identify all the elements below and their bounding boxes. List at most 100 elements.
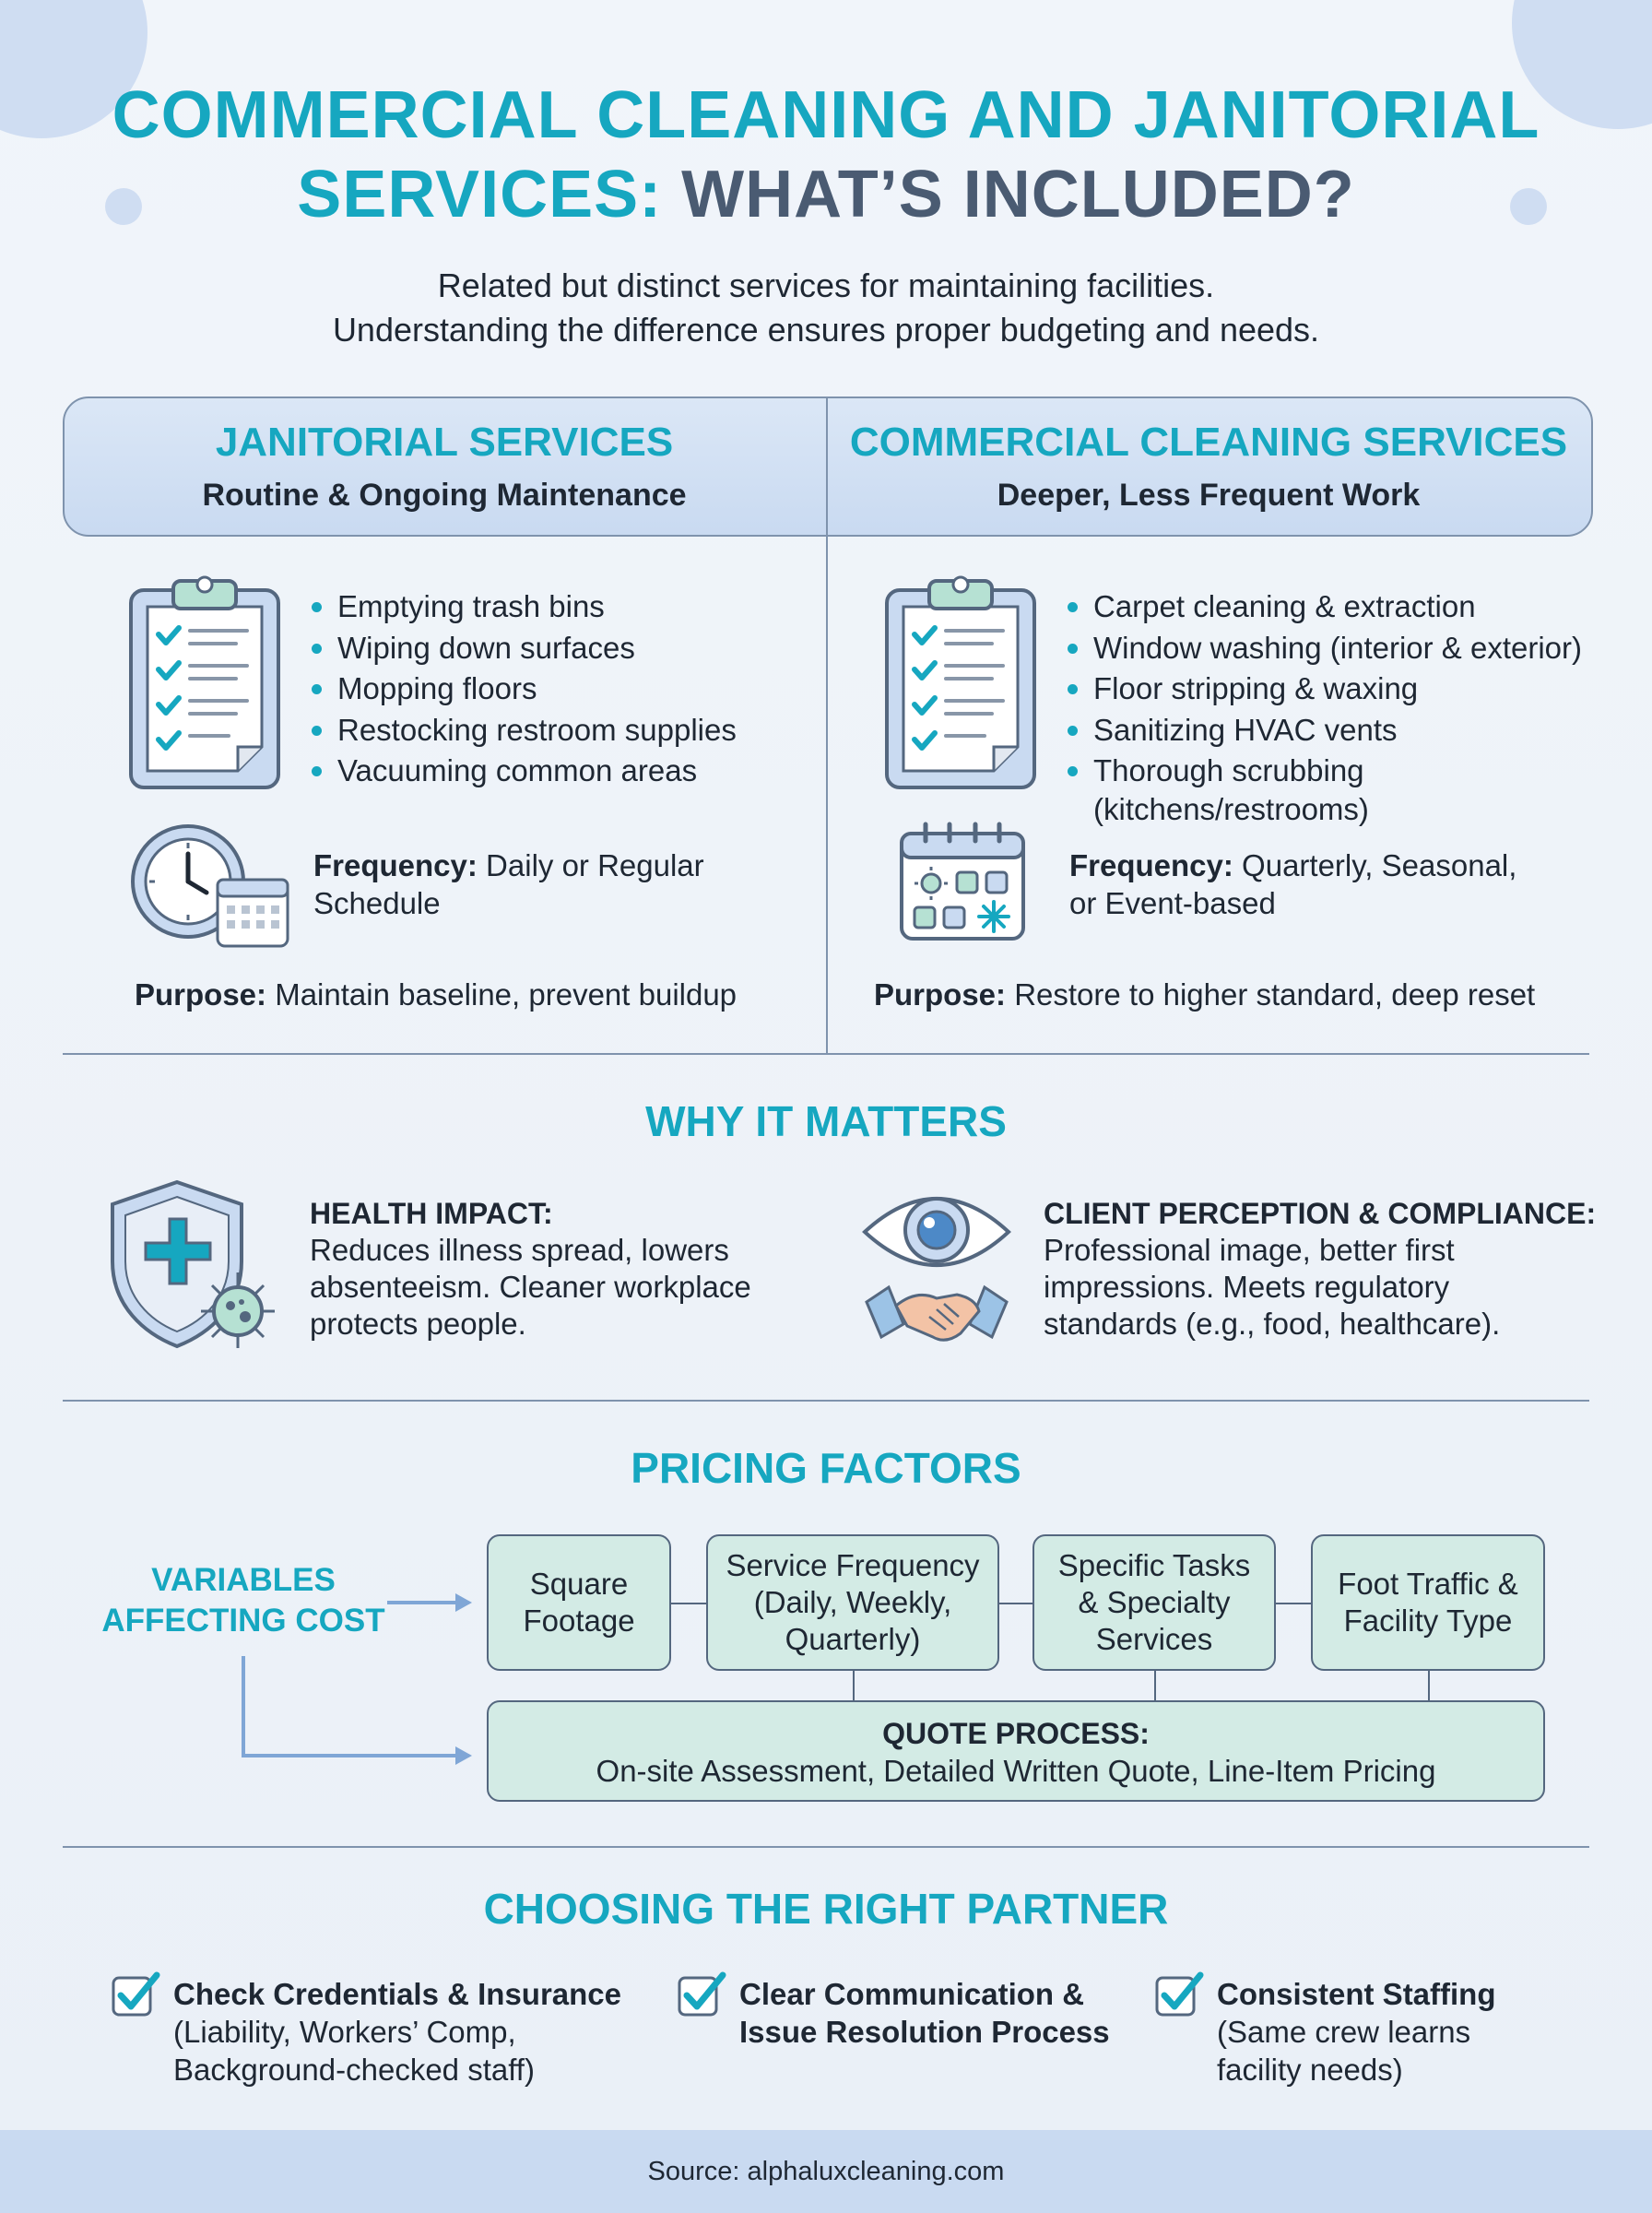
list-item: Vacuuming common areas [312, 751, 809, 792]
partner-item-communication-heading: Clear Communication & Issue Resolution P… [739, 1975, 1110, 2051]
text-line: Specific Tasks [1057, 1548, 1251, 1582]
list-item: Restocking restroom supplies [312, 710, 809, 751]
connector [671, 1603, 706, 1604]
commercial-task-list: Carpet cleaning & extraction Window wash… [1068, 586, 1593, 792]
purpose-label: Purpose: [135, 977, 267, 1012]
health-impact-text: Reduces illness spread, lowers absenteei… [310, 1232, 826, 1343]
text-line: facility needs) [1217, 2053, 1403, 2087]
connector [1428, 1671, 1430, 1700]
clipboard-checklist-icon [885, 575, 1036, 789]
commercial-title: COMMERCIAL CLEANING SERVICES [849, 420, 1568, 465]
factor-foot-traffic: Foot Traffic &Facility Type [1311, 1534, 1545, 1671]
text-line: protects people. [310, 1307, 526, 1341]
eye-handshake-icon [862, 1197, 1011, 1342]
text-line: Service Frequency [726, 1548, 980, 1582]
list-item: Thorough scrubbing [1068, 751, 1593, 792]
janitorial-title: JANITORIAL SERVICES [215, 420, 674, 465]
arrow-right-icon [455, 1746, 472, 1765]
frequency-value-cont: Schedule [313, 886, 441, 920]
section-divider [63, 1846, 1589, 1848]
janitorial-subtitle: Routine & Ongoing Maintenance [202, 478, 687, 513]
connector [1154, 1671, 1156, 1700]
text-line: Foot Traffic & [1338, 1567, 1518, 1601]
text-line: (Same crew learns [1217, 2015, 1471, 2049]
commercial-subtitle: Deeper, Less Frequent Work [997, 478, 1421, 513]
why-section-title: WHY IT MATTERS [645, 1097, 1007, 1145]
commercial-purpose: Purpose: Restore to higher standard, dee… [874, 976, 1589, 1014]
subtitle-line-2: Understanding the difference ensures pro… [332, 311, 1320, 349]
list-item: Window washing (interior & exterior) [1068, 628, 1593, 669]
list-item: Wiping down surfaces [312, 628, 809, 669]
commercial-frequency: Frequency: Quarterly, Seasonal, or Event… [1069, 846, 1586, 922]
quote-process-title: QUOTE PROCESS: [882, 1717, 1150, 1750]
text-line: absenteeism. Cleaner workplace [310, 1270, 751, 1304]
list-item-continuation: (kitchens/restrooms) [1093, 792, 1369, 826]
pricing-section-title: PRICING FACTORS [631, 1444, 1021, 1492]
text-line: Services [1095, 1622, 1213, 1656]
text-line: Footage [523, 1604, 635, 1638]
seasonal-calendar-icon [900, 822, 1025, 941]
text-line: Square [529, 1567, 629, 1601]
text-line: Facility Type [1343, 1604, 1513, 1638]
partner-item-staffing-heading: Consistent Staffing [1217, 1977, 1496, 2011]
list-item: Floor stripping & waxing [1068, 669, 1593, 710]
janitorial-purpose: Purpose: Maintain baseline, prevent buil… [135, 976, 817, 1014]
clipboard-checklist-icon [129, 575, 280, 789]
shield-health-icon [111, 1179, 275, 1349]
decor-dot [105, 188, 142, 225]
list-item: Sanitizing HVAC vents [1068, 710, 1593, 751]
frequency-label: Frequency: [313, 848, 478, 882]
quote-process-text: On-site Assessment, Detailed Written Quo… [596, 1754, 1436, 1788]
frequency-value: Daily or Regular [486, 848, 704, 882]
column-divider [826, 396, 828, 1055]
text-line: & Specialty [1078, 1585, 1231, 1619]
client-perception-text: Professional image, better first impress… [1044, 1232, 1597, 1343]
text-line: (Daily, Weekly, [753, 1585, 952, 1619]
list-item: Carpet cleaning & extraction [1068, 586, 1593, 628]
text-line: Quarterly) [785, 1622, 921, 1656]
list-item: Mopping floors [312, 669, 809, 710]
title-accent: SERVICES: [297, 158, 663, 231]
health-impact-heading: HEALTH IMPACT: [310, 1197, 553, 1230]
page-title: COMMERCIAL CLEANING AND JANITORIAL SERVI… [0, 76, 1652, 234]
section-divider [63, 1053, 1589, 1055]
checkbox-checked-icon [112, 1971, 160, 2017]
connector [1276, 1603, 1311, 1604]
page-subtitle: Related but distinct services for mainta… [0, 264, 1652, 352]
title-rest: WHAT’S INCLUDED? [681, 158, 1355, 231]
frequency-label: Frequency: [1069, 848, 1233, 882]
quote-process-box: QUOTE PROCESS: On-site Assessment, Detai… [487, 1700, 1545, 1802]
text-line: Clear Communication & [739, 1977, 1085, 2011]
arrow-right-icon [455, 1593, 472, 1612]
text-line: Issue Resolution Process [739, 2015, 1110, 2049]
source-footer: Source: alphaluxcleaning.com [0, 2130, 1652, 2213]
text-line: Background-checked staff) [173, 2053, 535, 2087]
text-line: (Liability, Workers’ Comp, [173, 2015, 516, 2049]
purpose-label: Purpose: [874, 977, 1007, 1012]
text-line: Professional image, better first [1044, 1233, 1455, 1267]
text-line: standards (e.g., food, healthcare). [1044, 1307, 1501, 1341]
label-line: AFFECTING COST [101, 1603, 385, 1639]
janitorial-frequency: Frequency: Daily or Regular Schedule [313, 846, 811, 922]
frequency-value-cont: or Event-based [1069, 886, 1276, 920]
subtitle-line-1: Related but distinct services for mainta… [437, 266, 1215, 304]
checkbox-checked-icon [1155, 1971, 1204, 2017]
connector [853, 1671, 855, 1700]
variables-affecting-cost-label: VARIABLES AFFECTING COST [96, 1560, 391, 1641]
partner-item-credentials-text: (Liability, Workers’ Comp, Background-ch… [173, 2013, 535, 2089]
purpose-value: Restore to higher standard, deep reset [1014, 977, 1536, 1012]
partner-item-staffing-text: (Same crew learns facility needs) [1217, 2013, 1470, 2089]
purpose-value: Maintain baseline, prevent buildup [275, 977, 738, 1012]
arrow-connectors [242, 1593, 472, 1765]
frequency-value: Quarterly, Seasonal, [1242, 848, 1517, 882]
connector [999, 1603, 1032, 1604]
client-perception-heading: CLIENT PERCEPTION & COMPLIANCE: [1044, 1197, 1597, 1230]
checkbox-checked-icon [678, 1971, 726, 2017]
title-line-1: COMMERCIAL CLEANING AND JANITORIAL [112, 78, 1540, 152]
partner-item-credentials-heading: Check Credentials & Insurance [173, 1977, 622, 2011]
text-line: impressions. Meets regulatory [1044, 1270, 1450, 1304]
janitorial-task-list: Emptying trash bins Wiping down surfaces… [312, 586, 809, 792]
